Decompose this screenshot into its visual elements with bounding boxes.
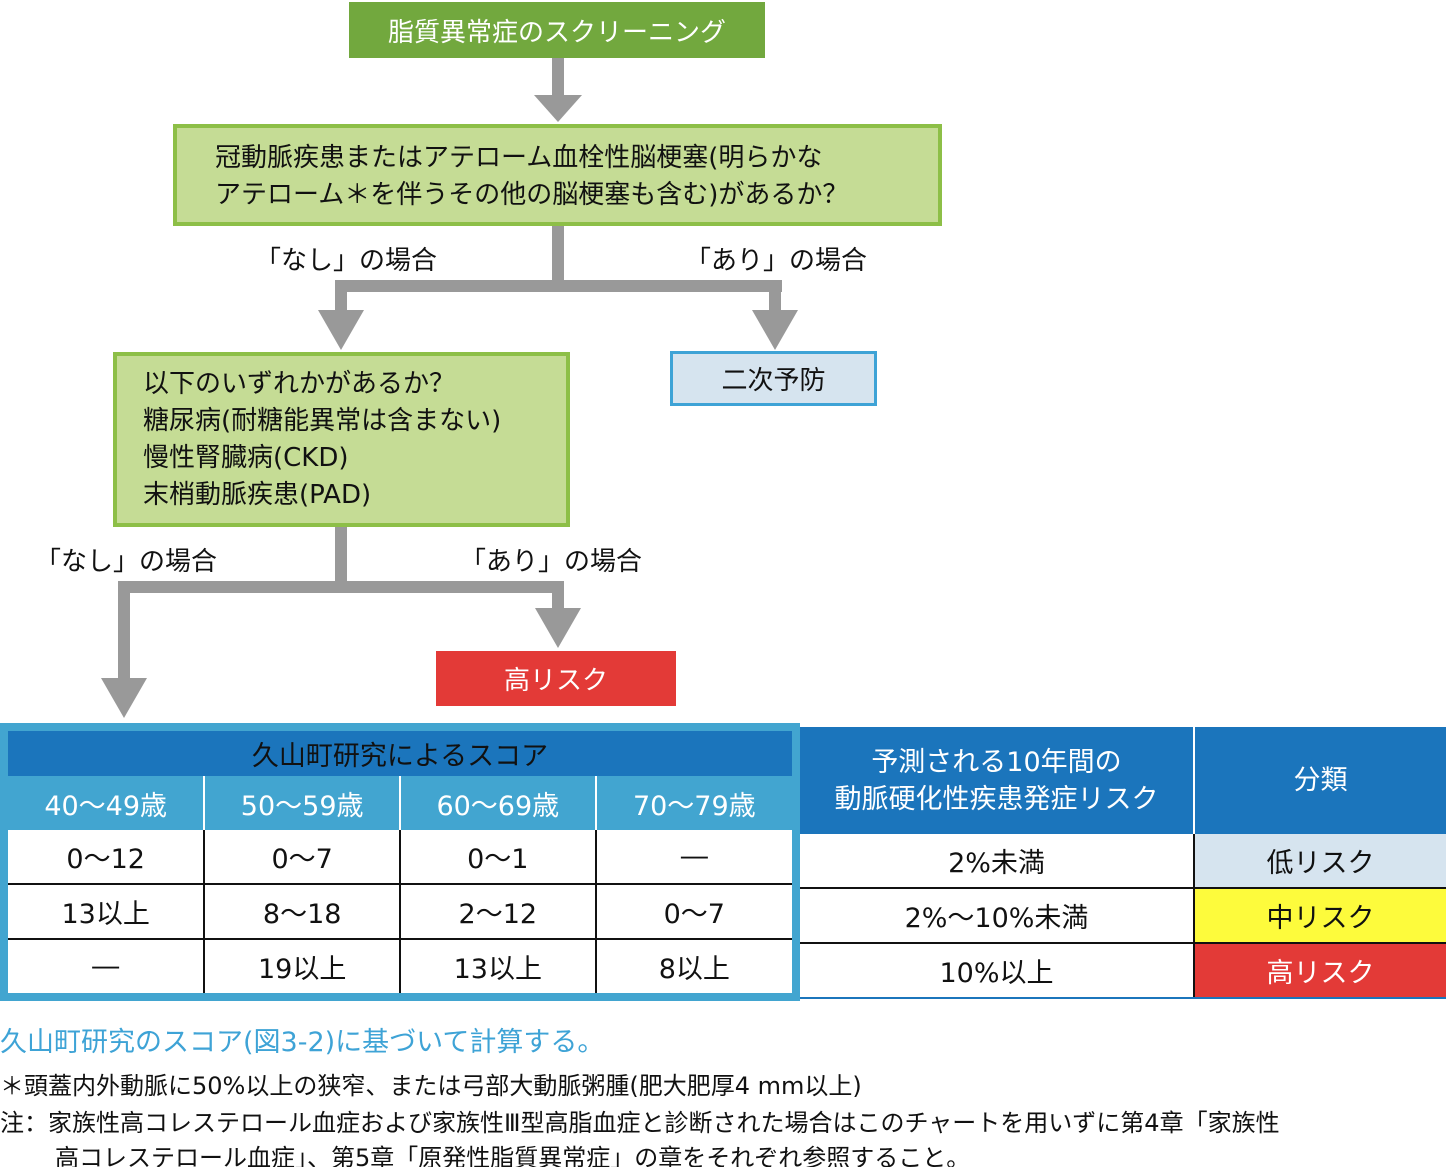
score-cell: 0～7 (203, 830, 400, 884)
risk-cell: 10%以上 (800, 942, 1194, 999)
score-cell: 8以上 (594, 938, 796, 997)
q2-line2: 糖尿病(耐糖能異常は含まない) (143, 406, 502, 436)
branch1-yes-label: 「あり」の場合 (685, 246, 868, 276)
note-line1: 注：家族性高コレステロール血症および家族性Ⅲ型高脂血症と診断された場合はこのチャ… (0, 1109, 1280, 1137)
screening-title: 脂質異常症のスクリーニング (349, 2, 765, 58)
age-header: 60～69歳 (398, 776, 596, 830)
question-cad: 冠動脈疾患またはアテローム血栓性脳梗塞(明らかな アテローム＊を伴うその他の脳梗… (173, 124, 942, 226)
class-cell: 中リスク (1193, 887, 1446, 943)
note-line2: 高コレステロール血症」、第5章「原発性脂質異常症」の章をそれぞれ参照すること。 (55, 1144, 971, 1167)
age-header: 70～79歳 (594, 776, 796, 830)
score-note: 久山町研究のスコア(図3-2)に基づいて計算する。 (0, 1027, 605, 1058)
q1-line1: 冠動脈疾患またはアテローム血栓性脳梗塞(明らかな (215, 143, 823, 173)
branch2-yes-label: 「あり」の場合 (460, 547, 643, 577)
class-cell: 高リスク (1193, 942, 1446, 999)
risk-cell: 2%未満 (948, 848, 1045, 879)
branch1-no-label: 「なし」の場合 (255, 246, 438, 276)
q1-line2: アテローム＊を伴うその他の脳梗塞も含む)があるか？ (215, 180, 849, 210)
arrow-head (752, 310, 798, 350)
score-cell: 8～18 (203, 883, 400, 939)
score-cell: 2～12 (398, 883, 596, 939)
score-table-title: 久山町研究によるスコア (251, 741, 549, 772)
risk-header-line1: 予測される10年間の (871, 746, 1122, 778)
table-row: 2%未満 低リスク (800, 834, 1446, 888)
score-cell: 19以上 (203, 938, 400, 997)
risk-table: 予測される10年間の動脈硬化性疾患発症リスク 分類 2%未満 低リスク 2%～10… (800, 727, 1446, 999)
arrow-head (534, 95, 582, 122)
table-row: 2%～10%未満中リスク (800, 887, 1446, 943)
score-cell: 0～7 (594, 883, 796, 939)
arrow-head (101, 678, 147, 718)
hisayama-score-table: 久山町研究によるスコア 40～49歳 50～59歳 60～69歳 70～79歳 … (0, 723, 800, 1001)
age-header: 50～59歳 (203, 776, 400, 830)
score-cell: 13以上 (4, 883, 205, 939)
branch2-no-label: 「なし」の場合 (35, 547, 218, 577)
secondary-prevention-box: 二次予防 (670, 351, 877, 406)
risk-header: 予測される10年間の動脈硬化性疾患発症リスク (800, 727, 1194, 834)
question-risk-conditions: 以下のいずれかがあるか？ 糖尿病(耐糖能異常は含まない) 慢性腎臓病(CKD) … (113, 352, 570, 527)
class-cell: 低リスク (1193, 834, 1446, 888)
arrow-head (318, 310, 364, 350)
high-risk-box: 高リスク (436, 651, 676, 706)
asterisk-note: ＊頭蓋内外動脈に50%以上の狭窄、または弓部大動脈粥腫(肥大肥厚4 mm以上) (0, 1072, 862, 1100)
q2-line4: 末梢動脈疾患(PAD) (143, 480, 372, 510)
q2-line3: 慢性腎臓病(CKD) (143, 443, 349, 473)
score-cell: 0～1 (398, 830, 596, 884)
table-row: 10%以上高リスク (800, 942, 1446, 999)
class-header: 分類 (1193, 727, 1446, 834)
arrow-head (535, 608, 581, 648)
score-cell: 0～12 (4, 830, 205, 884)
risk-cell: 2%～10%未満 (800, 887, 1194, 943)
risk-header-line2: 動脈硬化性疾患発症リスク (834, 783, 1159, 815)
score-cell: 13以上 (398, 938, 596, 997)
q2-line1: 以下のいずれかがあるか？ (143, 369, 456, 399)
age-header: 40～49歳 (4, 776, 205, 830)
score-cell: ― (4, 938, 205, 997)
score-cell: ― (594, 830, 796, 884)
